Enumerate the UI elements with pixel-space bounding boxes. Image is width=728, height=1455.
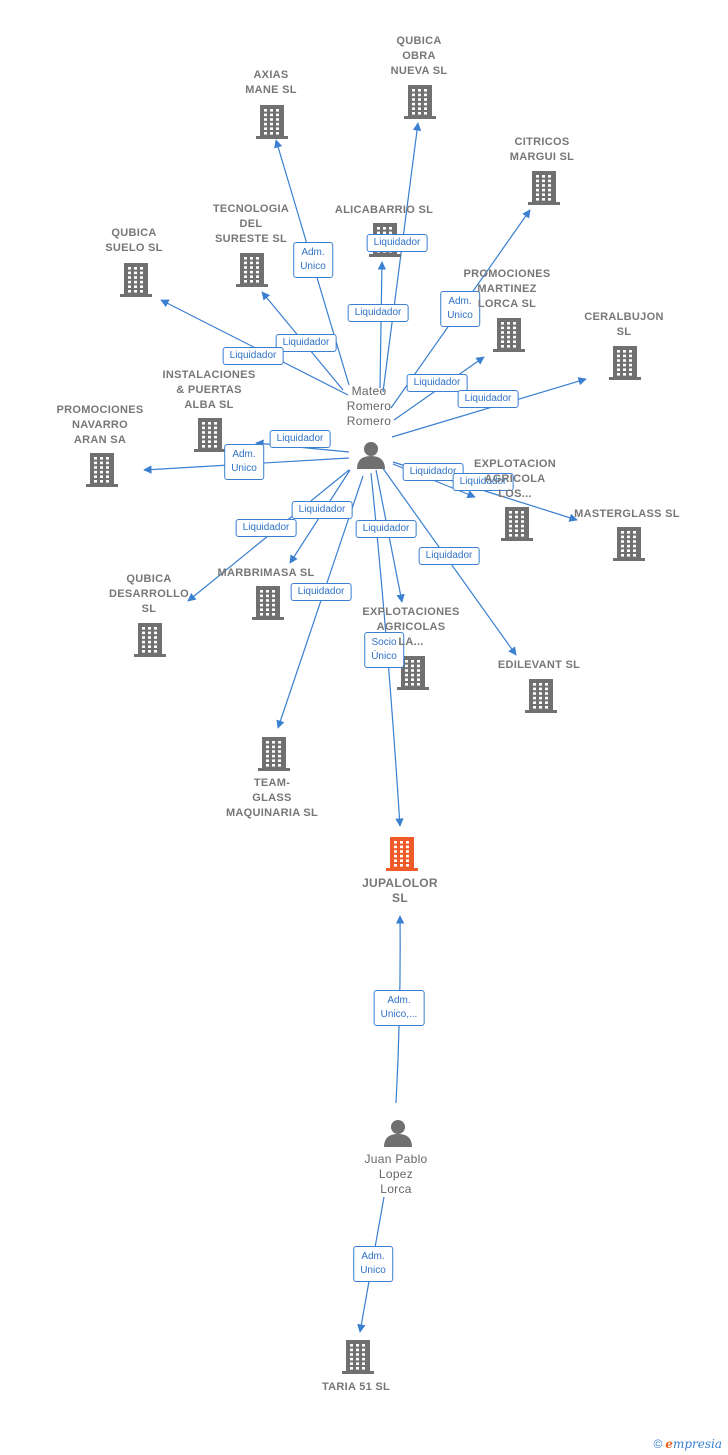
node-label-citricos[interactable]: CITRICOS MARGUI SL xyxy=(509,136,575,163)
edge-label-mateo-citricos[interactable]: Adm. Unico xyxy=(440,291,480,327)
edge-mateo-alicabarrio xyxy=(377,261,387,389)
node-label-promociones_martinez[interactable]: PROMOCIONES MARTINEZ LORCA SL xyxy=(463,268,551,310)
edge-label-mateo-tecnologia[interactable]: Liquidador xyxy=(275,334,337,352)
building-icon[interactable] xyxy=(342,1340,374,1374)
edge-label-mateo-masterglass[interactable]: Liquidador xyxy=(452,473,514,491)
person-icon[interactable] xyxy=(357,442,385,469)
node-label-alicabarrio[interactable]: ALICABARRIO SL xyxy=(334,204,434,216)
node-label-mateo[interactable]: Mateo Romero Romero xyxy=(346,384,392,428)
node-label-juan_pablo[interactable]: Juan Pablo Lopez Lorca xyxy=(364,1152,428,1196)
building-icon[interactable] xyxy=(120,263,152,297)
edge-label-mateo-instalaciones[interactable]: Liquidador xyxy=(269,430,331,448)
node-label-axias[interactable]: AXIAS MANE SL xyxy=(245,69,297,96)
node-label-qubica_obra[interactable]: QUBICA OBRA NUEVA SL xyxy=(390,35,448,77)
building-icon[interactable] xyxy=(404,85,436,119)
building-icon[interactable] xyxy=(134,623,166,657)
building-icon[interactable] xyxy=(397,656,429,690)
copyright-symbol: © xyxy=(653,1437,663,1451)
edge-label-mateo-qubica_suelo[interactable]: Liquidador xyxy=(222,347,284,365)
node-label-edilevant[interactable]: EDILEVANT SL xyxy=(497,659,581,671)
brand-initial: e xyxy=(665,1437,673,1451)
building-icon[interactable] xyxy=(194,418,226,452)
node-label-taria[interactable]: TARIA 51 SL xyxy=(321,1381,391,1393)
node-label-tecnologia[interactable]: TECNOLOGIA DEL SURESTE SL xyxy=(212,203,290,245)
edge-label-mateo-explotaciones[interactable]: Liquidador xyxy=(355,520,417,538)
footer-brand: ©empresia xyxy=(653,1437,722,1451)
edge-label-mateo-promociones_martinez[interactable]: Liquidador xyxy=(406,374,468,392)
edge-mateo-qubica_obra xyxy=(382,122,422,393)
brand-name: mpresia xyxy=(672,1437,722,1451)
node-label-ceralbujon[interactable]: CERALBUJON SL xyxy=(584,311,664,338)
building-icon[interactable] xyxy=(86,453,118,487)
edge-label-mateo-explotacion_agricola[interactable]: Liquidador xyxy=(402,463,464,481)
building-icon[interactable] xyxy=(256,105,288,139)
edge-label-mateo-team_glass[interactable]: Liquidador xyxy=(290,583,352,601)
building-icon[interactable] xyxy=(236,253,268,287)
node-label-explotaciones[interactable]: EXPLOTACIONES AGRICOLAS LA... xyxy=(362,606,460,648)
node-label-jupalolor[interactable]: JUPALOLOR SL xyxy=(362,876,438,905)
edge-label-mateo-axias[interactable]: Adm. Unico xyxy=(293,242,333,278)
building-icon[interactable] xyxy=(528,171,560,205)
edge-label-mateo-jupalolor[interactable]: Socio Único xyxy=(364,632,404,668)
node-label-marbrimasa[interactable]: MARBRIMASA SL xyxy=(217,567,315,579)
node-label-masterglass[interactable]: MASTERGLASS SL xyxy=(574,508,680,520)
building-icon-focus[interactable] xyxy=(386,837,418,871)
building-icon[interactable] xyxy=(501,507,533,541)
edge-label-mateo-marbrimasa[interactable]: Liquidador xyxy=(291,501,353,519)
edge-label-juan_pablo-taria[interactable]: Adm. Unico xyxy=(353,1246,393,1282)
edge-label-juan_pablo-jupalolor[interactable]: Adm. Unico,... xyxy=(373,990,425,1026)
node-label-team_glass[interactable]: TEAM- GLASS MAQUINARIA SL xyxy=(225,777,319,819)
edge-mateo-ceralbujon xyxy=(391,377,587,438)
edge-label-mateo-ceralbujon[interactable]: Liquidador xyxy=(457,390,519,408)
building-icon[interactable] xyxy=(609,346,641,380)
building-icon[interactable] xyxy=(258,737,290,771)
node-label-promociones_navarro[interactable]: PROMOCIONES NAVARRO ARAN SA xyxy=(56,404,144,446)
building-icon[interactable] xyxy=(493,318,525,352)
person-icon[interactable] xyxy=(384,1120,412,1147)
node-label-explotacion_agricola[interactable]: EXPLOTACION AGRICOLA LOS... xyxy=(474,458,556,500)
edge-label-mateo-alicabarrio[interactable]: Liquidador xyxy=(366,234,428,252)
node-label-qubica_desarrollo[interactable]: QUBICA DESARROLLO SL xyxy=(109,573,189,615)
node-label-instalaciones[interactable]: INSTALACIONES & PUERTAS ALBA SL xyxy=(162,369,256,411)
building-icon[interactable] xyxy=(252,586,284,620)
edge-label-mateo-promociones_navarro[interactable]: Adm. Unico xyxy=(224,444,264,480)
building-icon[interactable] xyxy=(525,679,557,713)
node-label-qubica_suelo[interactable]: QUBICA SUELO SL xyxy=(105,227,163,254)
edge-label-mateo-edilevant[interactable]: Liquidador xyxy=(418,547,480,565)
edge-label-mateo-qubica_obra[interactable]: Liquidador xyxy=(347,304,409,322)
building-icon[interactable] xyxy=(613,527,645,561)
edge-label-mateo-qubica_desarrollo[interactable]: Liquidador xyxy=(235,519,297,537)
